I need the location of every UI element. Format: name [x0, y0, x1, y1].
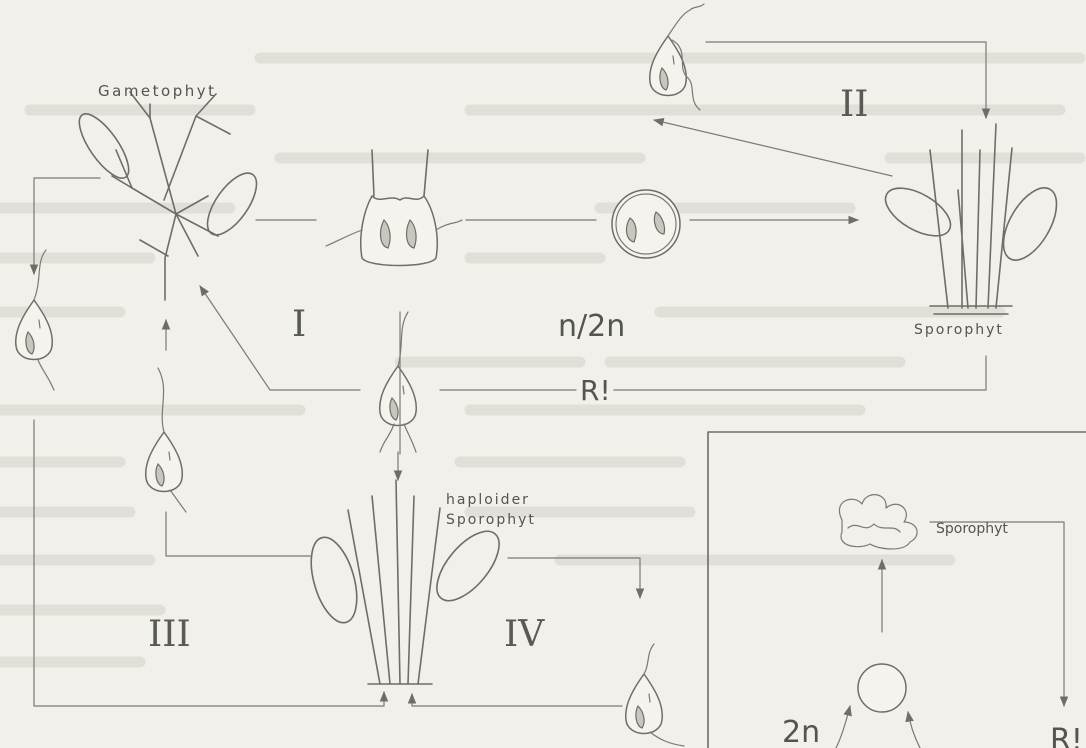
haploid-label-line2: Sporophyt [446, 512, 536, 528]
inset-reduction-label: R! [1050, 723, 1083, 748]
inset-ploidy-label: 2n [782, 715, 820, 748]
background-text-ghosting [0, 58, 1080, 662]
gametophyte-label: Gametophyt [98, 82, 217, 100]
zoospore-left [16, 250, 54, 390]
cycle-iv-label: IV [504, 614, 545, 655]
zoospore-lower-right [626, 644, 684, 746]
haploid-label-line1: haploider [446, 492, 530, 508]
reduction-label: R! [580, 374, 611, 407]
ploidy-label: n/2n [558, 309, 625, 344]
inset-diploid-cycle [708, 432, 1086, 748]
inset-sporophyte-label: Sporophyt [936, 521, 1008, 537]
cycle-iii-label: III [148, 614, 191, 655]
zoospore-center [380, 312, 417, 452]
cycle-ii-label: II [840, 84, 868, 125]
zygote-figure [326, 150, 462, 266]
cycle-i-label: I [292, 304, 306, 345]
cycle-arrows [34, 42, 986, 706]
sporophyte-label: Sporophyt [914, 322, 1004, 338]
gametophyte-figure [71, 92, 266, 300]
zoospore-lower-left [146, 368, 186, 512]
spherical-zygote [612, 190, 680, 258]
